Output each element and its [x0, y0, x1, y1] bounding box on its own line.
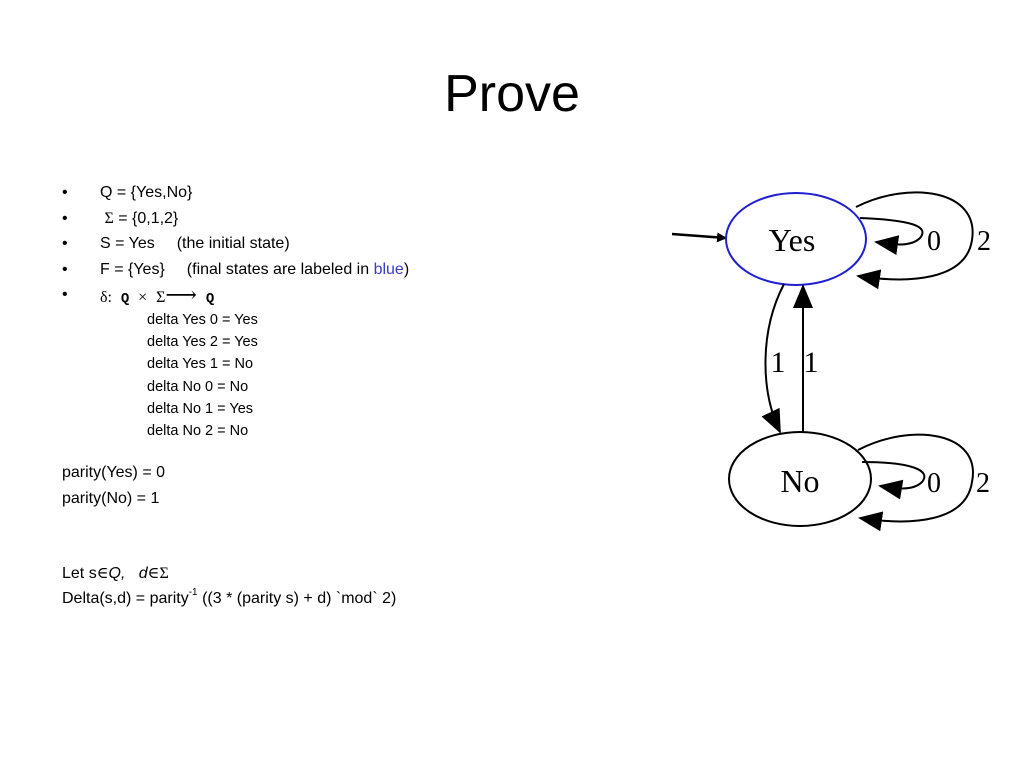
loop-no-inner-label: 0 [927, 468, 941, 499]
delta-definition: Delta(s,d) = parity-1 ((3 * (parity s) +… [62, 586, 397, 608]
edge-yes-to-no-label: 1 [771, 346, 786, 379]
transition-item: delta No 1 = Yes [147, 400, 254, 417]
state-no-node [728, 431, 872, 527]
transition-item: delta No 0 = No [147, 378, 249, 395]
bullet-states: •Q = {Yes,No} [62, 184, 193, 201]
element-of-symbol: ∈ [147, 565, 160, 582]
delta-sigma: Σ [156, 289, 166, 306]
delta-def-pre: Delta(s,d) = parity [62, 590, 189, 607]
transition-item: delta Yes 2 = Yes [147, 334, 258, 351]
loop-no-outer-label: 2 [976, 468, 990, 499]
let-sigma: Σ [159, 565, 169, 582]
loop-no-2 [857, 433, 974, 532]
transition-item: delta Yes 0 = Yes [147, 312, 258, 328]
start-text: S = Yes [100, 235, 155, 252]
initial-arrow [671, 232, 727, 243]
slide-title: Prove [444, 65, 580, 123]
final-text: F = {Yes} [100, 260, 165, 278]
definition-list: •Q = {Yes,No} • Σ = {0,1,2} •S = Yes(the… [62, 180, 409, 308]
sigma-symbol: Σ [104, 209, 114, 227]
state-yes-label: Yes [769, 222, 816, 258]
edge-yes-to-no [761, 283, 785, 434]
transition-item: delta No 2 = No [147, 422, 249, 439]
final-note-blue: blue [373, 260, 404, 278]
final-note-pre: (final states are labeled in [186, 260, 374, 278]
let-q: Q, [108, 565, 126, 582]
arrow-symbol: ⟶ [165, 282, 197, 307]
state-diagram: Yes 0 2 1 1 No 0 2 [671, 191, 991, 532]
bullet-alphabet: • Σ = {0,1,2} [62, 209, 179, 227]
loop-yes-outer-label: 2 [977, 226, 991, 257]
transition-list: delta Yes 0 = Yes delta Yes 2 = Yes delt… [147, 309, 258, 442]
let-pre: Let s [62, 565, 97, 582]
bullet-delta: •δ: Q × Σ⟶ Q [62, 282, 215, 307]
delta-range-q: Q [205, 291, 215, 307]
delta-domain-q: Q [120, 291, 130, 307]
delta-def-post: ((3 * (parity s) + d) `mod` 2) [197, 590, 397, 607]
bullet-start: •S = Yes(the initial state) [62, 235, 290, 252]
final-note-post: ) [403, 260, 410, 278]
element-of-symbol: ∈ [96, 565, 109, 582]
start-note: (the initial state) [176, 235, 290, 252]
let-line: Let s∈Q, d∈Σ [62, 563, 169, 583]
edge-no-to-yes-label: 1 [804, 346, 819, 379]
loop-no-0 [861, 461, 926, 500]
loop-yes-inner-label: 0 [927, 226, 941, 257]
bullet-final: •F = {Yes}(final states are labeled in b… [62, 260, 410, 278]
loop-yes-0 [859, 217, 924, 256]
delta-def-sup: -1 [188, 586, 198, 598]
alphabet-text: = {0,1,2} [113, 209, 179, 227]
delta-symbol: δ: [100, 289, 112, 306]
parity-no: parity(No) = 1 [62, 490, 160, 507]
loop-yes-2 [855, 191, 974, 290]
transition-item: delta Yes 1 = No [147, 356, 254, 373]
states-text: Q = {Yes,No} [100, 184, 193, 201]
let-d: d [138, 565, 148, 582]
parity-yes: parity(Yes) = 0 [62, 464, 166, 481]
times-symbol: × [138, 289, 148, 306]
state-no-label: No [780, 463, 819, 499]
